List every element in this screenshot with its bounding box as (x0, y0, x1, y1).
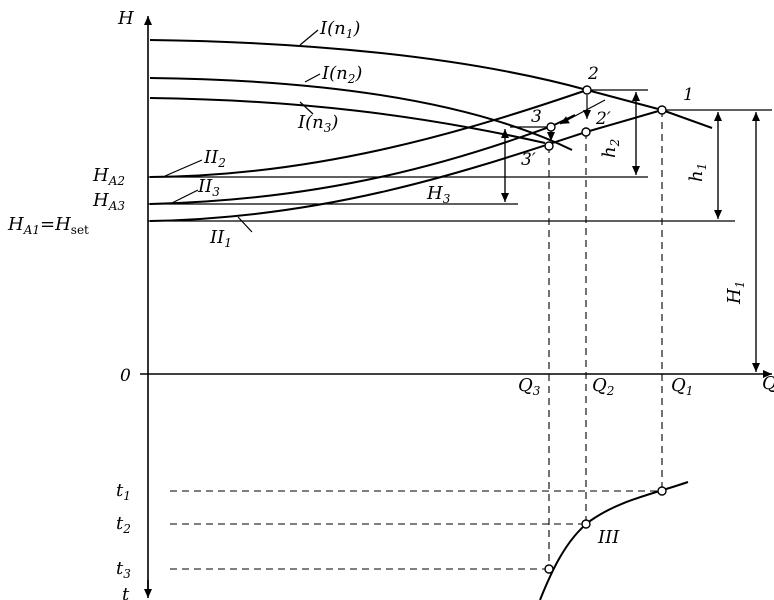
point-1 (657, 105, 667, 115)
label-t2: t2 (116, 513, 131, 536)
label-q-axis: Q (762, 373, 774, 394)
label-h-small-2: h2 (599, 139, 622, 158)
curve-i-n3 (149, 97, 546, 144)
point-t1 (657, 486, 667, 496)
label-origin: 0 (120, 366, 131, 386)
label-point-1: 1 (683, 85, 694, 105)
arrow-2p-to-3 (559, 99, 606, 125)
point-t2 (581, 519, 591, 529)
label-i-n2: I(n2) (321, 63, 362, 86)
leader-i-n2 (304, 73, 321, 83)
label-point-3: 3 (531, 107, 542, 127)
label-t3: t3 (116, 558, 131, 581)
label-q2: Q2 (592, 375, 614, 398)
point-3-prime (544, 141, 554, 151)
leader-ii-1 (237, 216, 253, 233)
point-2 (582, 85, 592, 95)
curve-i-n2 (149, 77, 573, 151)
label-q3: Q3 (518, 375, 541, 398)
label-ii-2: II2 (203, 147, 226, 170)
label-ha2: HA2 (92, 165, 125, 188)
label-h3: H3 (426, 183, 451, 206)
label-q1: Q1 (671, 375, 693, 398)
label-ii-1: II1 (209, 227, 232, 250)
point-2-prime (581, 127, 591, 137)
label-ii-3: II3 (197, 176, 220, 199)
leader-i-n3 (299, 101, 314, 115)
label-h-axis: H (117, 8, 134, 29)
label-t-axis: t (122, 584, 130, 600)
label-h-big-1: H1 (724, 281, 747, 305)
curve-i-n1 (149, 39, 713, 129)
label-i-n3: I(n3) (297, 112, 338, 135)
label-ha1: HA1=Hset (7, 214, 89, 237)
curve-ii-2 (149, 89, 588, 178)
label-iii: III (597, 527, 620, 548)
curve-iii (539, 481, 689, 600)
leader-ii-3 (171, 189, 199, 204)
point-t3 (544, 564, 554, 574)
label-point-2-prime: 2′ (595, 109, 611, 129)
label-point-3-prime: 3′ (521, 150, 536, 170)
label-i-n1: I(n1) (319, 18, 360, 41)
leader-ii-2 (164, 159, 203, 177)
label-point-2: 2 (587, 64, 599, 84)
point-3 (546, 122, 556, 132)
curve-ii-3 (149, 114, 576, 205)
label-ha3: HA3 (92, 190, 125, 213)
label-h-small-1: h1 (686, 163, 709, 182)
leader-i-n1 (299, 29, 319, 46)
label-t1: t1 (116, 480, 131, 503)
